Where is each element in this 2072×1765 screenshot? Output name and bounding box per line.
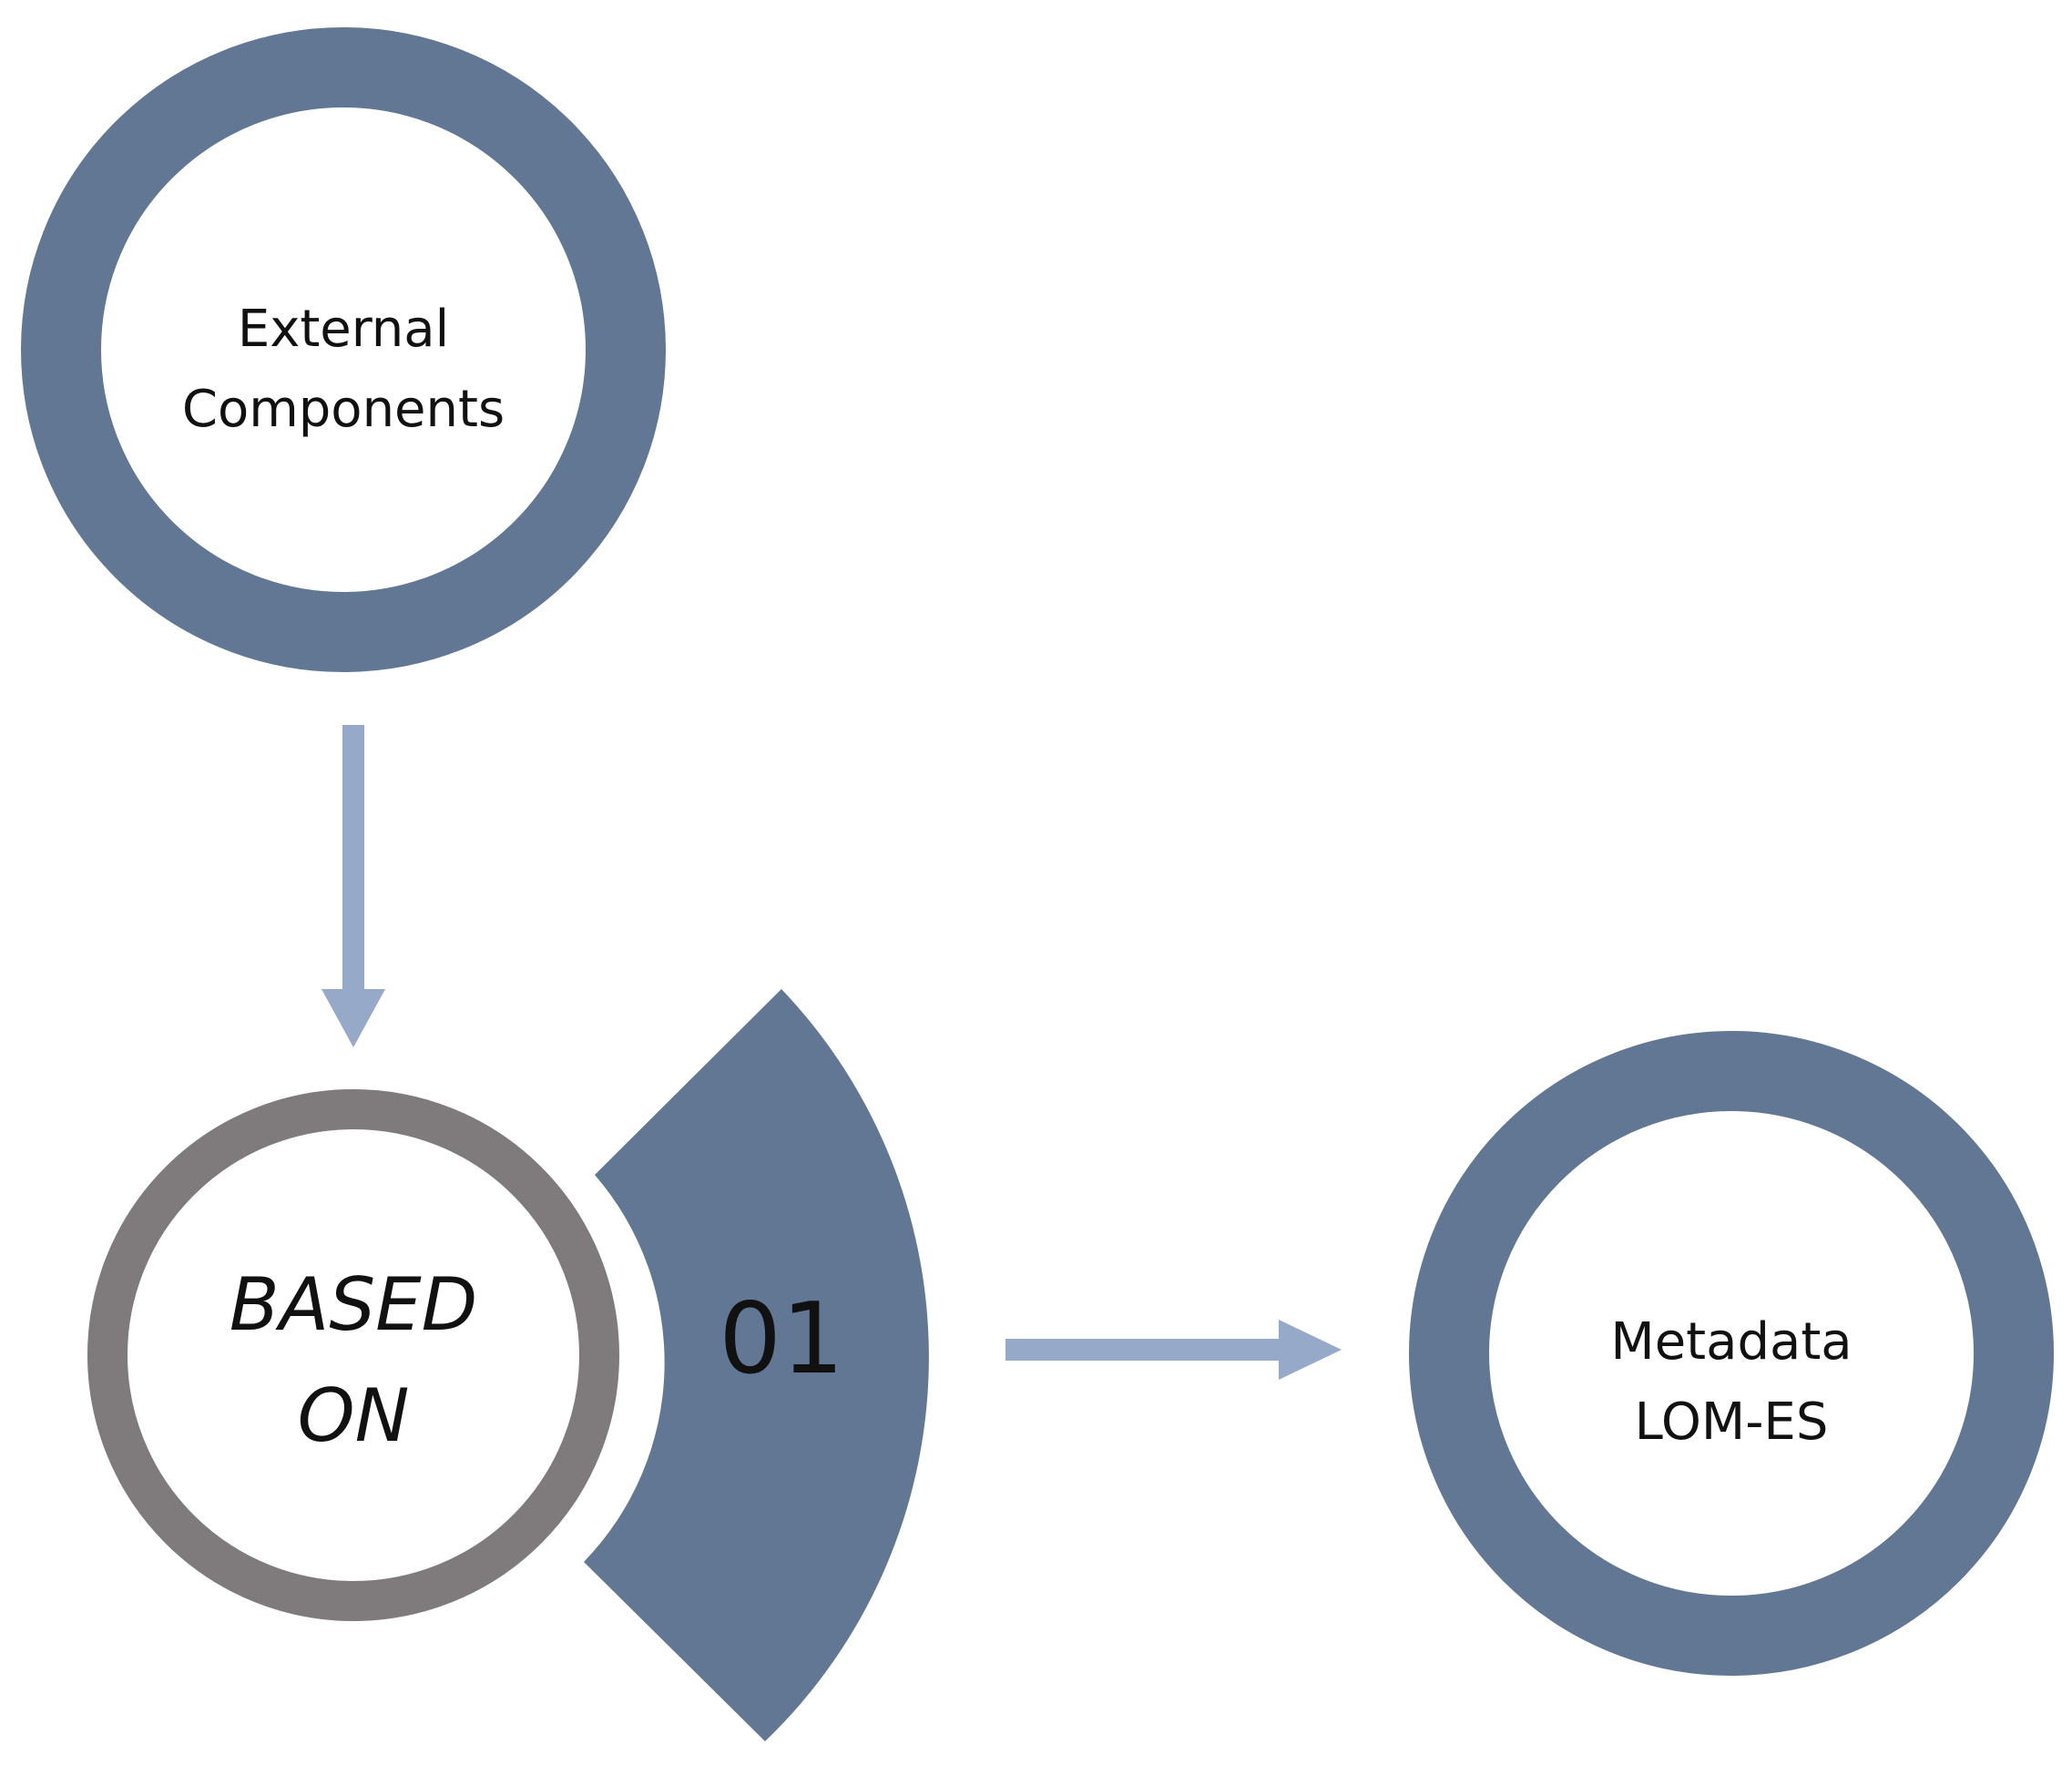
- based-on-label-line2: ON: [298, 1373, 410, 1458]
- arrow-right-head: [1279, 1320, 1342, 1380]
- external-components-label-line2: Components: [182, 380, 505, 439]
- arrow-down-shaft: [342, 725, 364, 1000]
- based-on-node: BASED ON 01: [87, 989, 929, 1741]
- metadata-label-line1: Metadata: [1610, 1312, 1852, 1372]
- external-components-ring: [21, 27, 666, 672]
- arrow-right-shaft: [1005, 1339, 1288, 1361]
- step-number: 01: [719, 1282, 843, 1396]
- external-components-node: External Components: [21, 27, 666, 672]
- metadata-lom-es-ring: [1409, 1031, 2054, 1676]
- arrow-down: [322, 725, 385, 1047]
- based-on-arc-segment: [584, 989, 929, 1741]
- arrow-right: [1005, 1320, 1342, 1380]
- external-components-label-line1: External: [238, 300, 449, 359]
- based-on-ring: [87, 1089, 619, 1621]
- metadata-label-line2: LOM-ES: [1635, 1393, 1829, 1452]
- metadata-lom-es-node: Metadata LOM-ES: [1409, 1031, 2054, 1676]
- arrow-down-head: [322, 989, 385, 1047]
- based-on-label-line1: BASED: [230, 1262, 478, 1347]
